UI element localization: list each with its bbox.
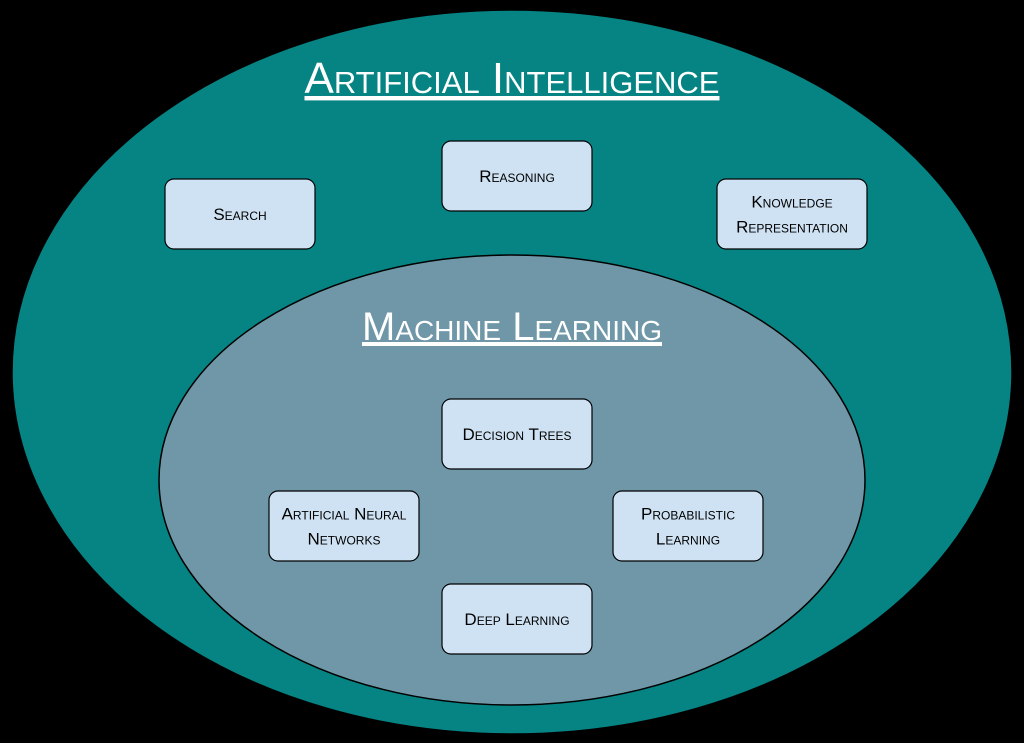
node-label-probabilistic-learning: Learning <box>656 530 720 549</box>
node-box-probabilistic-learning <box>612 490 764 562</box>
node-box-artificial-neural-networks <box>268 490 420 562</box>
node-label-knowledge-representation: Representation <box>736 218 848 237</box>
node-label-probabilistic-learning: Probabilistic <box>641 505 735 524</box>
node-decision-trees: Decision Trees <box>441 398 593 470</box>
node-label-reasoning: Reasoning <box>479 167 555 186</box>
node-box-reasoning <box>441 140 593 212</box>
node-box-decision-trees <box>441 398 593 470</box>
machine-learning-title: Machine Learning <box>362 305 662 349</box>
node-label-deep-learning: Deep Learning <box>464 610 569 629</box>
node-search: Search <box>164 178 316 250</box>
artificial-intelligence-title: Artificial Intelligence <box>305 54 720 103</box>
node-box-deep-learning <box>441 583 593 655</box>
machine-learning-ellipse <box>158 254 866 706</box>
node-box-knowledge-representation <box>716 178 868 250</box>
node-label-artificial-neural-networks: Networks <box>308 530 381 549</box>
node-label-artificial-neural-networks: Artificial Neural <box>282 505 407 524</box>
node-label-knowledge-representation: Knowledge <box>751 193 832 212</box>
node-label-search: Search <box>213 205 266 224</box>
node-box-search <box>164 178 316 250</box>
node-deep-learning: Deep Learning <box>441 583 593 655</box>
node-label-decision-trees: Decision Trees <box>462 425 571 444</box>
node-reasoning: Reasoning <box>441 140 593 212</box>
nodes-layer: Search ReasoningKnowledgeRepresentationDe… <box>164 140 868 655</box>
